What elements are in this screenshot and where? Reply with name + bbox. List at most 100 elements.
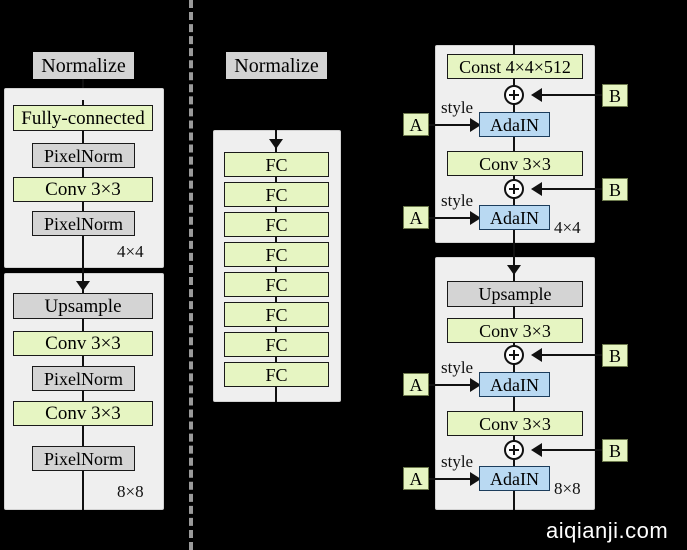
layer-label: PixelNorm	[44, 213, 123, 234]
layer-label: Const 4×4×512	[459, 56, 571, 77]
layer-label: AdaIN	[490, 468, 539, 489]
mapping-fc-5: FC	[224, 272, 329, 297]
mapping-fc-7: FC	[224, 332, 329, 357]
synthesis-4x4-resolution-label: 4×4	[554, 218, 581, 238]
mapping-normalize-box: Normalize	[226, 52, 327, 79]
watermark-label: aiqianji.com	[546, 518, 669, 543]
noise-line-4x4-2	[536, 188, 604, 190]
style-line-8x8-1	[429, 384, 473, 386]
layer-label: PixelNorm	[44, 368, 123, 389]
mapping-fc-2: FC	[224, 182, 329, 207]
arrowhead-noise-4x4-2	[531, 182, 542, 196]
traditional-4x4-layer-fully-connected: Fully-connected	[13, 105, 153, 131]
tag-label: A	[409, 374, 423, 395]
style-text-4x4-1: style	[441, 98, 473, 118]
arrowhead-into-fc-stack	[269, 139, 283, 149]
traditional-8x8-layer-pixelnorm-2: PixelNorm	[32, 446, 135, 471]
resolution-text: 8×8	[117, 482, 144, 501]
layer-label: FC	[265, 214, 288, 235]
mapping-fc-8: FC	[224, 362, 329, 387]
layer-label: FC	[265, 364, 288, 385]
style-line-8x8-2	[429, 478, 473, 480]
resolution-text: 4×4	[117, 242, 144, 261]
layer-label: FC	[265, 304, 288, 325]
layer-label: FC	[265, 274, 288, 295]
layer-label: Upsample	[44, 295, 122, 317]
style-tag-8x8-1: A	[403, 373, 429, 396]
arrowhead-noise-4x4-1	[531, 88, 542, 102]
arrowhead-style-8x8-2	[470, 472, 481, 486]
mapping-normalize-label: Normalize	[234, 54, 319, 77]
layer-label: FC	[265, 334, 288, 355]
synthesis-8x8-conv-1: Conv 3×3	[447, 318, 583, 343]
noise-tag-4x4-2: B	[602, 178, 628, 201]
layer-label: PixelNorm	[44, 145, 123, 166]
layer-label: Conv 3×3	[479, 413, 551, 434]
layer-label: Upsample	[478, 284, 552, 304]
style-word: style	[441, 358, 474, 377]
resolution-text: 4×4	[554, 218, 581, 237]
noise-line-8x8-1	[536, 354, 604, 356]
tag-label: A	[409, 468, 423, 489]
layer-label: PixelNorm	[44, 448, 123, 469]
layer-label: Conv 3×3	[45, 403, 121, 424]
traditional-8x8-layer-conv-2: Conv 3×3	[13, 401, 153, 426]
traditional-4x4-layer-conv-1: Conv 3×3	[13, 177, 153, 202]
tag-label: A	[409, 114, 423, 135]
arrowhead-noise-8x8-2	[531, 443, 542, 457]
style-word: style	[441, 452, 474, 471]
arrowhead-style-4x4-1	[470, 118, 481, 132]
tag-label: B	[608, 85, 621, 106]
noise-tag-8x8-2: B	[602, 439, 628, 462]
layer-label: FC	[265, 184, 288, 205]
layer-label: Conv 3×3	[45, 179, 121, 200]
layer-label: Conv 3×3	[45, 333, 121, 354]
noise-add-8x8-1	[504, 345, 524, 365]
style-word: style	[441, 98, 474, 117]
mapping-fc-6: FC	[224, 302, 329, 327]
noise-add-8x8-2	[504, 440, 524, 460]
style-text-4x4-2: style	[441, 191, 473, 211]
style-tag-4x4-2: A	[403, 206, 429, 229]
layer-label: AdaIN	[490, 207, 539, 228]
style-line-4x4-1	[429, 124, 473, 126]
layer-label: Fully-connected	[21, 107, 145, 129]
traditional-8x8-resolution-label: 8×8	[117, 482, 144, 502]
layer-label: AdaIN	[490, 374, 539, 395]
traditional-8x8-layer-conv-1: Conv 3×3	[13, 331, 153, 356]
traditional-8x8-layer-pixelnorm-1: PixelNorm	[32, 366, 135, 391]
synthesis-4x4-conv: Conv 3×3	[447, 151, 583, 176]
style-text-8x8-1: style	[441, 358, 473, 378]
arrowhead-style-8x8-1	[470, 378, 481, 392]
arrowhead-noise-8x8-1	[531, 348, 542, 362]
mapping-fc-1: FC	[224, 152, 329, 177]
layer-label: Conv 3×3	[479, 320, 551, 341]
style-word: style	[441, 191, 474, 210]
noise-line-8x8-2	[536, 449, 604, 451]
noise-add-4x4-1	[504, 85, 524, 105]
traditional-4x4-layer-pixelnorm-2: PixelNorm	[32, 211, 135, 236]
synthesis-4x4-adain-1: AdaIN	[479, 112, 550, 137]
layer-label: AdaIN	[490, 114, 539, 135]
synthesis-4x4-const-box: Const 4×4×512	[447, 54, 583, 79]
synthesis-8x8-adain-2: AdaIN	[479, 466, 550, 491]
tag-label: B	[608, 179, 621, 200]
column-divider	[189, 0, 193, 550]
noise-tag-4x4-1: B	[602, 84, 628, 107]
synthesis-4x4-adain-2: AdaIN	[479, 205, 550, 230]
traditional-4x4-layer-pixelnorm-1: PixelNorm	[32, 143, 135, 168]
synthesis-8x8-resolution-label: 8×8	[554, 479, 581, 499]
traditional-4x4-resolution-label: 4×4	[117, 242, 144, 262]
style-tag-8x8-2: A	[403, 467, 429, 490]
watermark-text: aiqianji.com	[546, 518, 668, 544]
traditional-normalize-box: Normalize	[33, 52, 134, 79]
resolution-text: 8×8	[554, 479, 581, 498]
style-line-4x4-2	[429, 217, 473, 219]
noise-add-4x4-2	[504, 179, 524, 199]
style-tag-4x4-1: A	[403, 113, 429, 136]
noise-line-4x4-1	[536, 94, 604, 96]
mapping-fc-3: FC	[224, 212, 329, 237]
synthesis-8x8-upsample: Upsample	[447, 281, 583, 307]
tag-label: A	[409, 207, 423, 228]
